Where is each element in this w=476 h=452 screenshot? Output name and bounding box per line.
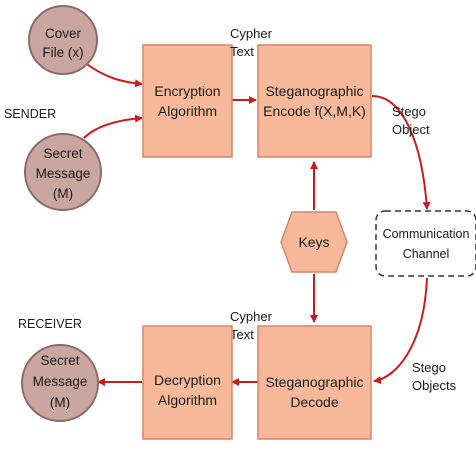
arrow-encode-to-channel: [371, 95, 431, 210]
stego-objects-label: Stego Objects: [412, 360, 457, 393]
communication-channel-node: Communication Channel: [375, 210, 476, 277]
encryption-line-1: Encryption: [154, 83, 220, 99]
stego-object-line-2: Object: [392, 122, 430, 137]
decryption-line-1: Decryption: [154, 372, 221, 388]
stego-objects-line-1: Stego: [412, 360, 446, 375]
channel-line-1: Communication: [383, 227, 470, 241]
decryption-algorithm-box: Decryption Algorithm: [142, 325, 233, 440]
secret-message-sender-node: Secret Message (M): [24, 133, 102, 211]
decode-line-2: Decode: [290, 394, 338, 410]
sender-label: SENDER: [4, 107, 56, 121]
keys-node: Keys: [280, 211, 348, 273]
secret-message-receiver-line-3: (M): [50, 395, 70, 410]
connectors: [83, 61, 431, 386]
receiver-label: RECEIVER: [18, 317, 82, 331]
decryption-line-2: Algorithm: [158, 392, 217, 408]
cypher-text-bottom-line-2: Text: [230, 327, 254, 342]
stego-object-line-1: Stego: [392, 104, 426, 119]
decode-line-1: Steganographic: [265, 374, 363, 390]
encryption-algorithm-box: Encryption Algorithm: [142, 44, 233, 158]
secret-message-receiver-line-1: Secret: [40, 353, 79, 368]
encode-line-1: Steganographic: [265, 83, 363, 99]
keys-label: Keys: [298, 234, 329, 250]
arrow-cover-to-encryption: [83, 61, 143, 88]
cover-file-node: Cover File (x): [28, 5, 98, 75]
steganographic-encode-box: Steganographic Encode f(X,M,K): [257, 44, 372, 158]
cypher-text-bottom-line-1: Cypher: [230, 309, 273, 324]
cover-file-line-2: File (x): [42, 45, 83, 60]
steganographic-decode-box: Steganographic Decode: [257, 325, 372, 440]
secret-message-sender-line-2: Message: [36, 166, 91, 181]
cypher-text-top-line-1: Cypher: [230, 26, 273, 41]
secret-message-receiver-line-2: Message: [33, 374, 88, 389]
channel-line-2: Channel: [403, 247, 450, 261]
encryption-line-2: Algorithm: [158, 103, 217, 119]
stego-objects-line-2: Objects: [412, 378, 457, 393]
encode-line-2: Encode f(X,M,K): [263, 103, 366, 119]
secret-message-sender-line-1: Secret: [43, 146, 82, 161]
stego-object-label: Stego Object: [392, 104, 430, 137]
secret-message-receiver-node: Secret Message (M): [21, 344, 99, 422]
arrow-secret-to-encryption: [83, 114, 143, 139]
cypher-text-top-line-2: Text: [230, 44, 254, 59]
cypher-text-top-label: Cypher Text: [230, 26, 273, 59]
cover-file-line-1: Cover: [45, 26, 82, 41]
secret-message-sender-line-3: (M): [53, 186, 73, 201]
arrow-channel-to-decode: [373, 277, 428, 385]
cypher-text-bottom-label: Cypher Text: [230, 309, 273, 342]
